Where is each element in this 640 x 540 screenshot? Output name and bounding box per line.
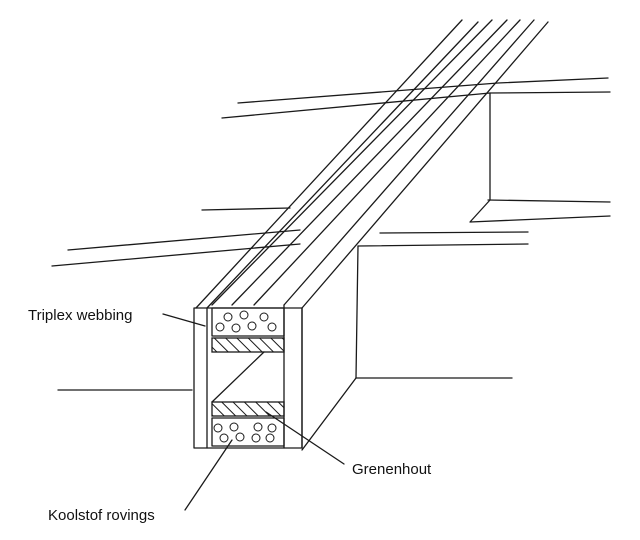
- leader-koolstof: [184, 439, 233, 511]
- leader-triplex: [162, 313, 206, 327]
- bottom-rovings: [213, 422, 277, 443]
- label-koolstof-rovings: Koolstof rovings: [48, 507, 155, 524]
- leader-grenenhout: [265, 411, 345, 465]
- background-ribs: [51, 77, 611, 451]
- bottom-pine-strip: [211, 401, 285, 417]
- leader-lines: [162, 313, 345, 511]
- top-pine-strip: [211, 337, 285, 353]
- label-grenenhout: Grenenhout: [352, 461, 432, 478]
- bottom-carbon-flange: [211, 417, 285, 447]
- top-carbon-flange: [211, 307, 285, 337]
- label-triplex-webbing: Triplex webbing: [28, 307, 133, 324]
- top-rovings: [215, 310, 277, 333]
- spar-beam: [193, 19, 549, 449]
- front-face: [193, 307, 303, 449]
